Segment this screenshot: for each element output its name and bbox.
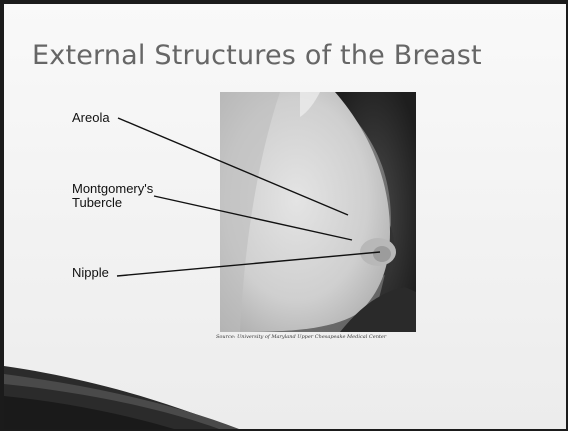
swoosh-decoration bbox=[4, 4, 566, 429]
slide: External Structures of the Breast bbox=[4, 4, 566, 429]
